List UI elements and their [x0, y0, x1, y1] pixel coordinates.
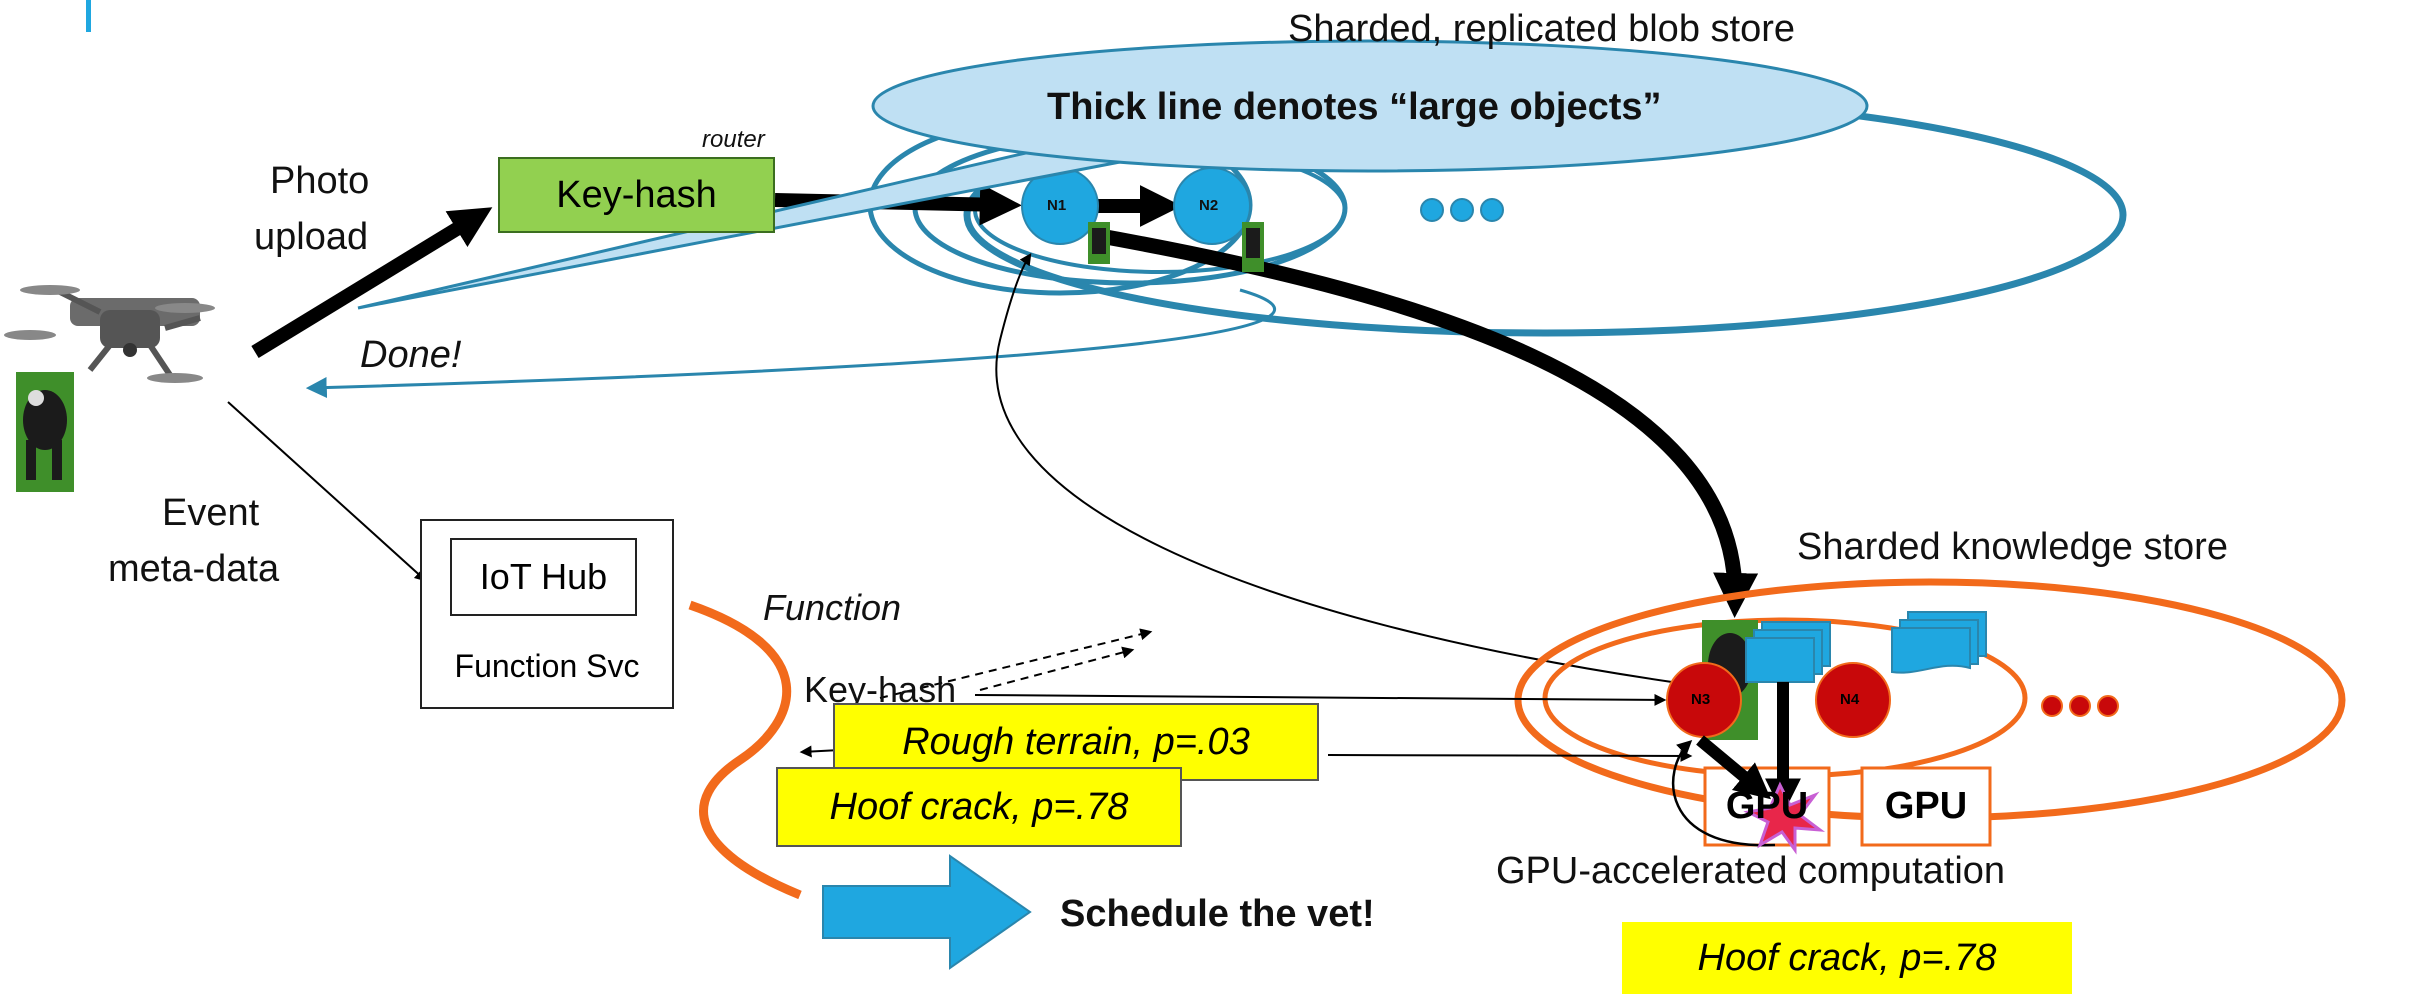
event-meta-label-line1: Event [162, 492, 260, 534]
function-svc-label: Function Svc [454, 648, 640, 684]
hoof-crack-text: Hoof crack, p=.78 [829, 785, 1129, 828]
router-tag: router [702, 126, 765, 153]
knowledge-store-title: Sharded knowledge store [1797, 526, 2228, 568]
slide-accent-bar [86, 0, 91, 32]
event-meta-label-line2: meta-data [108, 548, 280, 590]
n1-to-n3-large-object-arrow [1093, 227, 1759, 618]
function-boundary-curve [688, 600, 802, 900]
gpu-caption: GPU-accelerated computation [1496, 850, 2006, 892]
rough-terrain-text: Rough terrain, p=.03 [902, 720, 1250, 763]
gpu-result-line [1327, 749, 1693, 762]
final-hoof-crack-text: Hoof crack, p=.78 [1697, 936, 1997, 979]
photo-upload-arrow [251, 207, 493, 358]
photo-upload-label-line1: Photo [270, 160, 370, 202]
function-keyhash-label: Key-hash [804, 669, 957, 710]
rough-terrain-result: Rough terrain, p=.03 [833, 703, 1319, 781]
iot-hub-label: IoT Hub [479, 556, 608, 597]
n3-to-n1-thin-arrow [995, 253, 1673, 683]
blob-node-n2-label: N2 [1199, 197, 1219, 214]
final-hoof-crack-result: Hoof crack, p=.78 [1622, 922, 2072, 994]
gpu-label-1-box: GPU [1705, 768, 1829, 845]
knowledge-node-n4-label: N4 [1840, 691, 1860, 708]
knowledge-doc-stack-1 [1745, 621, 1831, 683]
keyhash-to-n3-arrow [974, 693, 1667, 706]
dashed-arrow-1 [879, 628, 1153, 699]
iot-hub-box[interactable]: IoT Hub [450, 538, 637, 616]
event-metadata-arrow [227, 401, 427, 582]
callout-bubble [871, 39, 1869, 173]
knowledge-more-nodes-dots [2041, 695, 2119, 717]
gpu-flash-icon [1743, 781, 1826, 855]
knowledge-node-n4[interactable] [1815, 662, 1891, 738]
drone-icon [4, 285, 215, 383]
done-ack-arrow [305, 288, 1277, 399]
gpu-loopback-arrow [1672, 739, 1776, 847]
n3-to-gpu-arrow [1696, 735, 1772, 800]
gpu-label-2: GPU [1884, 785, 1968, 827]
hoof-crack-result: Hoof crack, p=.78 [776, 767, 1182, 847]
blob-store-title: Sharded, replicated blob store [1288, 8, 1795, 50]
gpu-label-1: GPU [1725, 785, 1809, 827]
blob-node-n1-label: N1 [1047, 197, 1067, 214]
knowledge-doc-stack-2 [1891, 611, 1987, 674]
gpu-box-2[interactable] [1860, 766, 1992, 847]
dashed-arrow-2 [979, 646, 1135, 691]
schedule-vet-label: Schedule the vet! [1060, 893, 1375, 935]
photo-upload-label-line2: upload [254, 216, 369, 258]
callout-text: Thick line denotes “large objects” [1047, 86, 1662, 128]
done-label: Done! [360, 334, 462, 376]
cow-photo-icon [16, 372, 74, 492]
router-keyhash-label: Key-hash [556, 173, 717, 216]
function-label: Function [763, 587, 902, 628]
knowledge-node-n3-label: N3 [1691, 691, 1711, 708]
blob-more-nodes-dots [1420, 198, 1504, 222]
router-keyhash-box[interactable]: Key-hash [498, 157, 775, 233]
schedule-vet-arrow [822, 854, 1032, 970]
gpu-label-2-box: GPU [1862, 768, 1990, 845]
